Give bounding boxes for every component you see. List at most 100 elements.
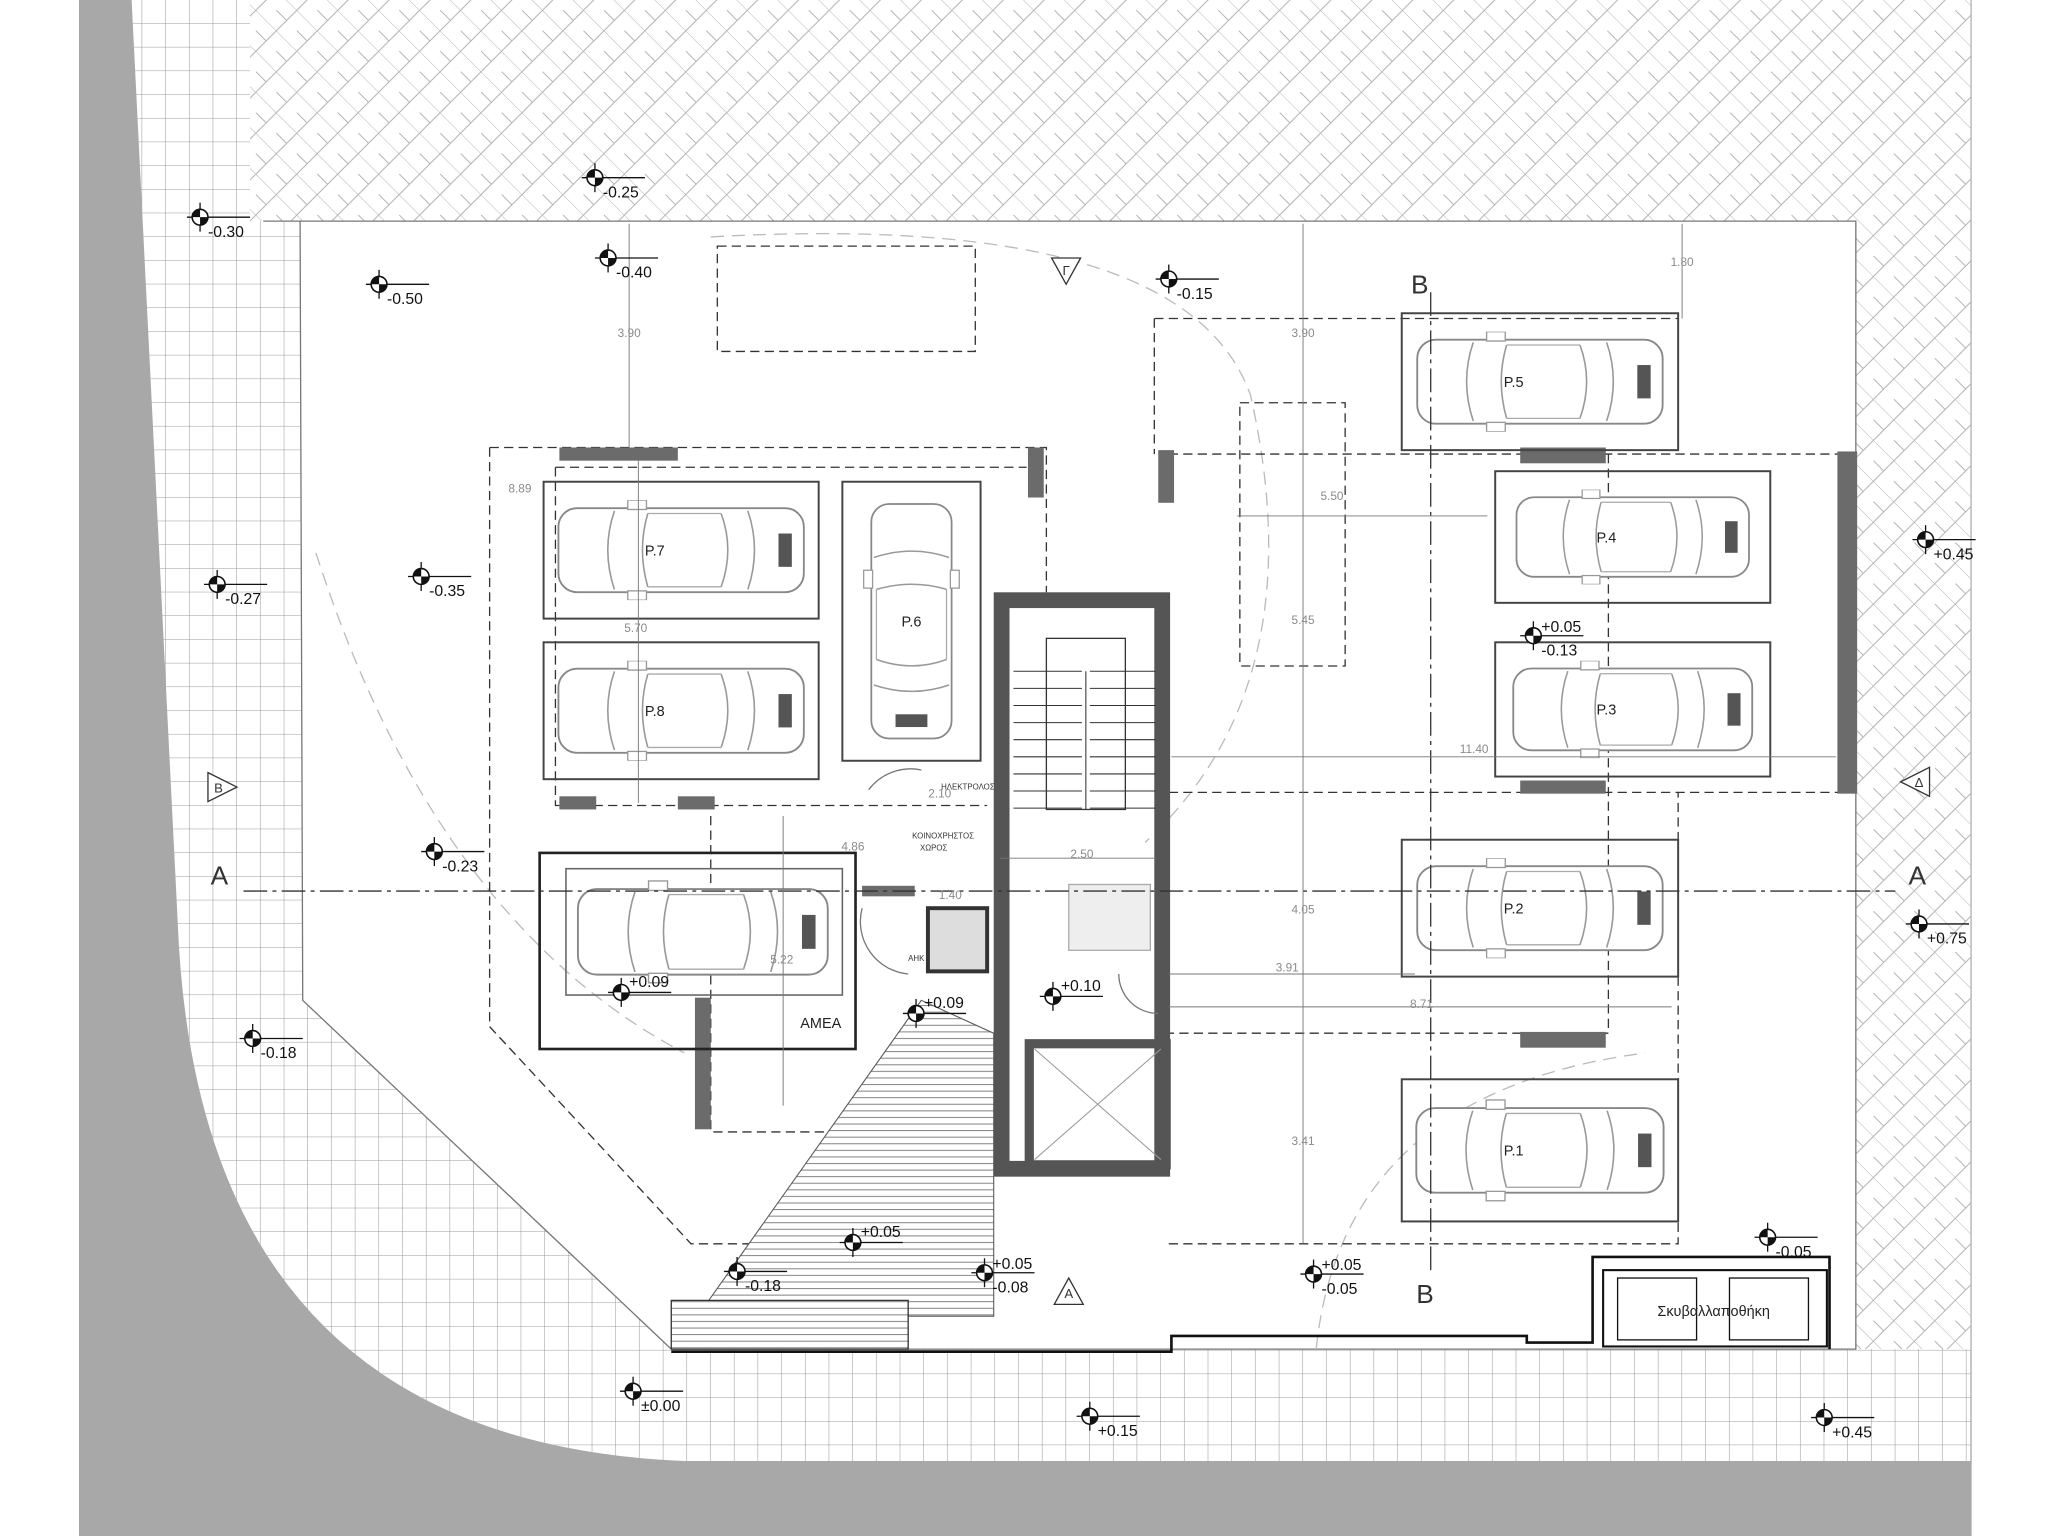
dimension-label: 4.05 — [1292, 902, 1315, 916]
parking-label: P.3 — [1596, 703, 1616, 719]
elevation-marker: ±0.00 — [619, 1376, 684, 1415]
elevation-value: -0.35 — [429, 583, 465, 600]
parking-bay — [542, 641, 820, 781]
parking-bay — [841, 480, 982, 762]
refuse-room-label: Σκυβαλλαποθήκη — [1657, 1304, 1770, 1320]
dimension-label: 2.50 — [1070, 847, 1093, 861]
common-area-label: ΚΟΙΝΟΧΡΗΣΤΟΣ — [912, 831, 974, 840]
elevation-value: -0.13 — [1541, 642, 1577, 659]
elevation-value: -0.25 — [603, 184, 639, 201]
walls — [559, 447, 1858, 1130]
parking-spaces: P.1 P.2 P.3 P.4 P.5P.6 P.7P.8 — [538, 312, 1772, 1223]
car-icon — [1515, 489, 1750, 585]
dimension-label: 5.50 — [1320, 489, 1343, 503]
elevation-marker: -0.30 — [186, 202, 251, 241]
accessible-parking-label: ΑΜΕΑ — [800, 1016, 841, 1032]
view-marker: Δ — [1899, 766, 1931, 798]
dimension-label: 3.90 — [618, 326, 641, 340]
elevation-value: -0.05 — [1776, 1244, 1812, 1261]
dimension-label: 5.70 — [624, 621, 647, 635]
parking-bay — [1400, 1078, 1680, 1223]
entrance-ramp — [696, 999, 995, 1317]
elevation-marker: -0.05 — [1754, 1222, 1818, 1261]
elevation-marker: +0.09 — [902, 995, 967, 1028]
elevation-value: -0.23 — [442, 858, 478, 875]
view-marker: A — [1053, 1276, 1085, 1306]
car-icon — [557, 660, 805, 761]
elevation-value: +0.05 — [1541, 619, 1581, 636]
elevation-marker: +0.10 — [1039, 978, 1103, 1011]
dimension-label: 8.71 — [1410, 997, 1433, 1011]
view-markers: Γ B Δ A — [207, 257, 1931, 1306]
parking-space: P.8 — [542, 641, 820, 781]
section-a-left-label: A — [211, 860, 229, 890]
elevation-marker: -0.15 — [1155, 264, 1219, 303]
elevation-value: -0.05 — [1321, 1281, 1357, 1298]
elevation-marker: +0.05 -0.08 — [971, 1256, 1035, 1297]
parking-bay — [1400, 838, 1680, 978]
dimension-label: 11.40 — [1460, 742, 1489, 756]
parking-label: P.4 — [1596, 530, 1616, 546]
parking-label: P.1 — [1504, 1144, 1524, 1160]
elevation-marker: -0.50 — [365, 269, 430, 308]
parking-space: P.1 — [1400, 1078, 1680, 1223]
elevation-value: -0.30 — [208, 224, 244, 241]
parking-label: P.6 — [902, 615, 922, 631]
elevation-marker: -0.35 — [408, 562, 472, 600]
building-outline — [488, 245, 1856, 1245]
parking-space: P.7 — [542, 480, 820, 620]
parking-label: P.7 — [645, 543, 665, 559]
dimension-label: 8.89 — [508, 481, 531, 495]
car-icon — [1512, 660, 1754, 759]
stair-core — [859, 592, 1171, 1177]
dimension-label: 2.10 — [928, 787, 951, 801]
car-icon — [1415, 1098, 1665, 1202]
view-marker: Γ — [1050, 257, 1082, 286]
svg-text:Γ: Γ — [1062, 263, 1069, 278]
section-b-bottom-label: B — [1416, 1279, 1434, 1309]
elevation-marker: +0.05 -0.13 — [1520, 619, 1584, 659]
neighbour-plot-right — [1855, 0, 1971, 1350]
dimension-label: 1.80 — [1671, 255, 1694, 269]
elevation-marker: +0.75 — [1905, 909, 1970, 948]
parking-bay — [1494, 641, 1772, 778]
elevation-value: -0.08 — [992, 1280, 1028, 1297]
elevation-marker: +0.45 — [1912, 525, 1976, 563]
elevation-marker: -0.18 — [723, 1256, 788, 1295]
common-area-label-2: ΧΩΡΟΣ — [920, 843, 948, 852]
elevation-value: +0.45 — [1832, 1424, 1872, 1441]
car-icon — [1416, 858, 1664, 959]
parking-space: P.6 — [841, 480, 982, 762]
elevation-value: -0.18 — [261, 1045, 297, 1062]
wc-label: ΑΗΚ — [908, 954, 925, 963]
section-lines — [243, 292, 1896, 1271]
elevation-value: +0.05 — [992, 1256, 1032, 1273]
elevation-value: -0.40 — [616, 265, 652, 282]
svg-text:A: A — [1064, 1286, 1073, 1301]
turning-circles — [315, 232, 1646, 1350]
elevation-value: +0.45 — [1933, 546, 1973, 563]
parking-bay — [542, 480, 820, 620]
dimension-label: 5.45 — [1292, 613, 1315, 627]
elevation-value: +0.15 — [1098, 1423, 1138, 1440]
car-icon — [576, 879, 829, 984]
elevation-marker: +0.05-0.05 — [1300, 1257, 1364, 1298]
front-boundary-wall — [671, 1255, 1831, 1354]
parking-space: P.4 — [1494, 470, 1772, 604]
dimension-label: 3.90 — [1292, 326, 1315, 340]
parking-space: P.2 — [1400, 838, 1680, 978]
elevation-marker: +0.45 — [1811, 1403, 1875, 1441]
elevation-value: +0.75 — [1927, 931, 1967, 948]
electrical-room-label: ΗΛΕΚΤΡΟΛΟΣ — [941, 783, 995, 792]
parking-label: P.5 — [1504, 375, 1524, 391]
entrance-steps — [670, 1299, 909, 1350]
elevation-value: -0.50 — [387, 291, 423, 308]
car-icon — [1416, 331, 1664, 432]
section-a-right-label: A — [1908, 860, 1926, 890]
parking-label: P.8 — [645, 704, 665, 720]
elevation-marker: -0.27 — [204, 569, 268, 608]
dimension-label: 5.22 — [770, 952, 793, 966]
refuse-room: Σκυβαλλαποθήκη — [1602, 1269, 1828, 1348]
